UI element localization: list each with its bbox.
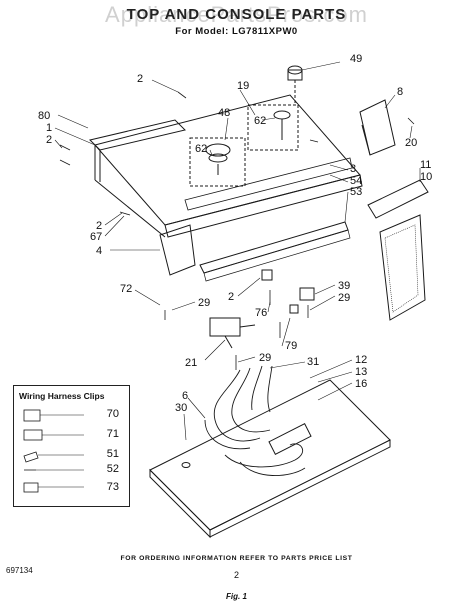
callout: 29 (198, 297, 210, 309)
callout: 16 (355, 378, 367, 390)
clips (261, 269, 315, 314)
callout: 19 (237, 80, 249, 92)
legend-item: 71 (106, 428, 119, 440)
legend-clip-drawings (23, 409, 84, 493)
callout: 30 (175, 402, 187, 414)
clip-70-icon (23, 409, 41, 422)
clip-51-icon (23, 451, 39, 463)
callout: 12 (355, 354, 367, 366)
legend-item: 51 (106, 448, 119, 460)
timer-21 (209, 317, 256, 349)
callout: 10 (420, 171, 432, 183)
callout: 39 (338, 280, 350, 292)
callout: 54 (350, 175, 362, 187)
control-knob-group (189, 104, 299, 187)
callout: 79 (285, 340, 297, 352)
callout: 4 (96, 245, 102, 257)
callout: 20 (405, 137, 417, 149)
page-title: TOP AND CONSOLE PARTS (126, 6, 347, 23)
clip-73-icon (23, 482, 39, 493)
callout: 49 (350, 53, 362, 65)
front-rail (199, 221, 351, 282)
callout: 76 (255, 307, 267, 319)
callout: 3 (350, 163, 356, 175)
lint-filter (367, 179, 429, 321)
legend-item: 52 (106, 463, 119, 475)
figure-label: Fig. 1 (226, 592, 247, 601)
legend-title: Wiring Harness Clips (19, 391, 105, 401)
callout: 1 (46, 122, 52, 134)
console-end-bracket-left (89, 119, 186, 182)
callout: 21 (185, 357, 197, 369)
legend-item: 70 (106, 408, 119, 420)
base-plate (149, 379, 391, 539)
callout: 48 (218, 107, 230, 119)
callout: 11 (420, 159, 431, 171)
figure-id: 697134 (6, 566, 33, 575)
leader-lines (54, 61, 421, 441)
end-cap-right (359, 99, 396, 156)
ordering-note: FOR ORDERING INFORMATION REFER TO PARTS … (120, 555, 353, 562)
callout: 2 (137, 73, 143, 85)
wiring-harness (204, 365, 306, 476)
callout: 62 (195, 143, 207, 155)
callout: 29 (259, 352, 271, 364)
callout: 80 (38, 110, 50, 122)
page-number: 2 (233, 570, 239, 580)
end-cap-left (159, 224, 196, 276)
callout: 53 (350, 186, 362, 198)
callout: 8 (397, 86, 403, 98)
callout: 31 (307, 356, 319, 368)
callout: 6 (182, 390, 188, 402)
callout: 62 (254, 115, 266, 127)
callout: 67 (90, 231, 102, 243)
model-line: For Model: LG7811XPW0 (175, 26, 298, 37)
callout: 2 (228, 291, 234, 303)
legend-item: 73 (106, 481, 119, 493)
clip-71-icon (23, 429, 43, 441)
callout: 29 (338, 292, 350, 304)
watermark: AppliancePartsPros.com (105, 2, 368, 27)
callout: 2 (46, 134, 52, 146)
callout: 72 (120, 283, 132, 295)
callout: 2 (96, 220, 102, 232)
callout: 13 (355, 366, 367, 378)
wiring-harness-clips-legend: Wiring Harness Clips 70 71 51 52 73 (13, 385, 130, 507)
